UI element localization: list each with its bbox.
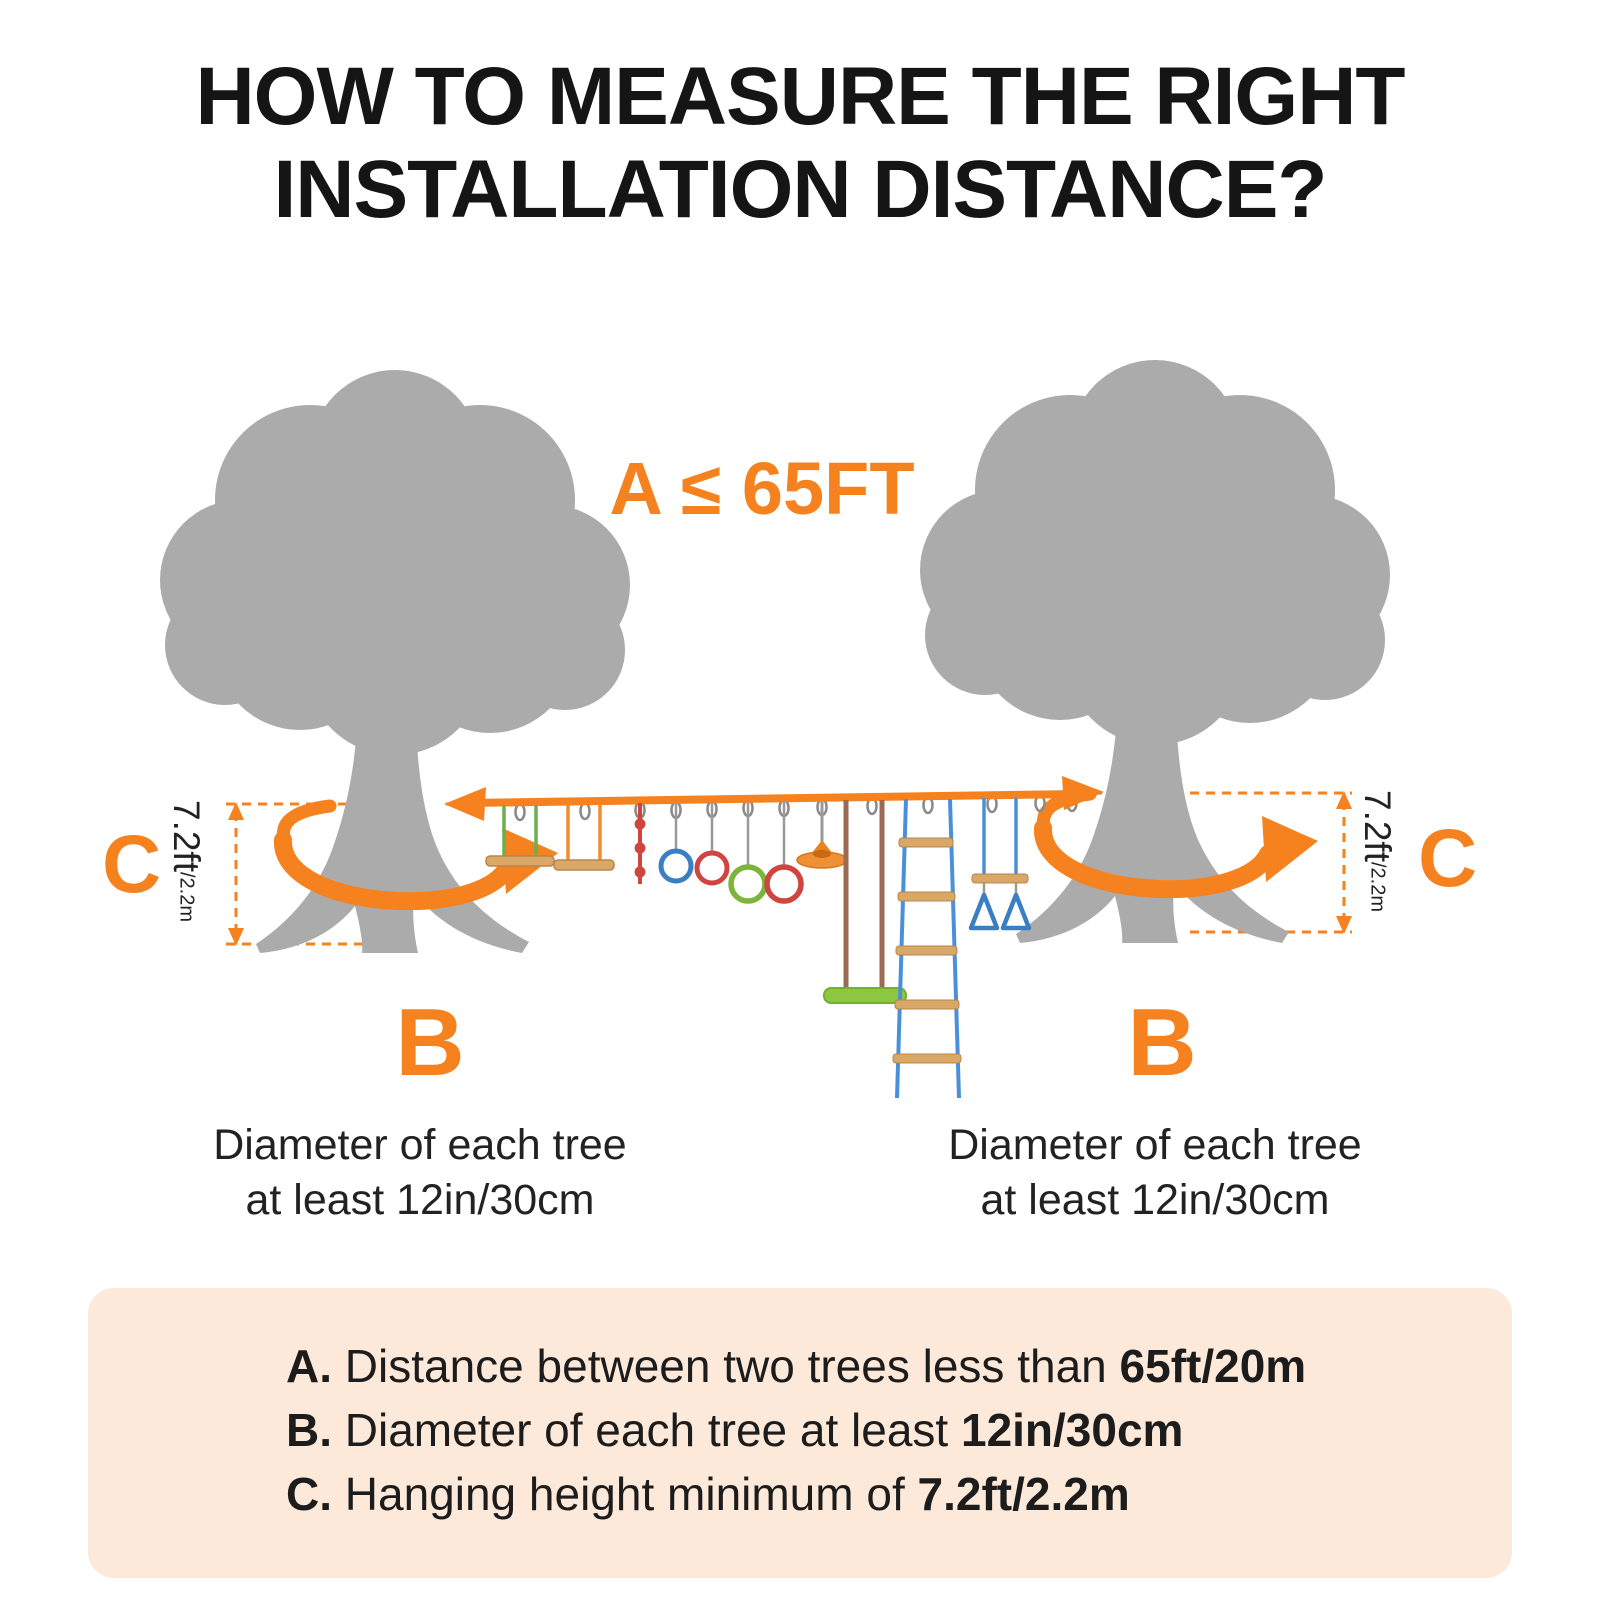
height-c-label-left: C <box>102 819 162 910</box>
gym-rings-icon <box>968 798 1032 931</box>
legend-item-c: C. Hanging height minimum of 7.2ft/2.2m <box>286 1462 1472 1526</box>
height-value-sub: /2.2m <box>175 872 198 923</box>
disc-swing-icon <box>796 801 848 869</box>
dim-arrowhead <box>228 928 244 946</box>
legend-box: A. Distance between two trees less than … <box>88 1288 1512 1578</box>
rope-ladder-icon <box>892 798 962 1099</box>
knotted-rope-icon <box>634 803 646 884</box>
tree-b-label-right: B <box>1127 989 1197 1096</box>
height-value-right: 7.2ft/2.2m <box>1356 790 1398 935</box>
legend-item-text: Distance between two trees less than <box>332 1340 1120 1392</box>
page-title: HOW TO MEASURE THE RIGHT INSTALLATION DI… <box>0 50 1600 237</box>
height-value-main: 7.2ft <box>166 800 207 872</box>
legend-item-text: Diameter of each tree at least <box>332 1404 961 1456</box>
dim-arrowhead <box>228 802 244 820</box>
height-value-main: 7.2ft <box>1357 790 1398 862</box>
climbing-rings-icon <box>658 801 804 904</box>
legend-item-prefix: A. <box>286 1340 332 1392</box>
dim-arrowhead <box>1336 791 1352 809</box>
height-value-sub: /2.2m <box>1366 862 1389 913</box>
distance-arrow <box>444 776 1104 821</box>
swing-icon <box>823 800 907 1004</box>
tree-note-left: Diameter of each tree at least 12in/30cm <box>170 1118 670 1228</box>
page-title-line2: INSTALLATION DISTANCE? <box>273 144 1327 236</box>
distance-a-label: A ≤ 65FT <box>609 447 915 530</box>
legend-item-prefix: B. <box>286 1404 332 1456</box>
tree-note-line1: Diameter of each tree <box>213 1121 627 1169</box>
legend-item-b: B. Diameter of each tree at least 12in/3… <box>286 1398 1472 1462</box>
tree-b-label-left: B <box>395 989 465 1096</box>
legend-item-value: 65ft/20m <box>1119 1340 1307 1392</box>
legend-item-value: 7.2ft/2.2m <box>917 1468 1130 1520</box>
trapeze-bar-icon <box>553 804 615 871</box>
legend-item-value: 12in/30cm <box>960 1404 1184 1456</box>
tree-note-line2: at least 12in/30cm <box>980 1176 1330 1225</box>
tree-silhouette-right <box>920 360 1390 943</box>
height-c-label-right: C <box>1418 813 1478 904</box>
tree-silhouette-left <box>160 370 630 953</box>
page-title-line1: HOW TO MEASURE THE RIGHT <box>195 51 1405 142</box>
legend-item-prefix: C. <box>286 1468 332 1520</box>
tree-note-line1: Diameter of each tree <box>948 1121 1362 1169</box>
obstacle-course <box>485 798 1032 1099</box>
trapeze-bar-icon <box>485 805 555 867</box>
legend-item-text: Hanging height minimum of <box>332 1468 918 1520</box>
tree-note-right: Diameter of each tree at least 12in/30cm <box>905 1118 1405 1228</box>
legend-item-a: A. Distance between two trees less than … <box>286 1334 1472 1398</box>
height-value-left: 7.2ft/2.2m <box>165 800 207 945</box>
dim-arrowhead <box>1336 916 1352 934</box>
tree-note-line2: at least 12in/30cm <box>245 1176 595 1225</box>
